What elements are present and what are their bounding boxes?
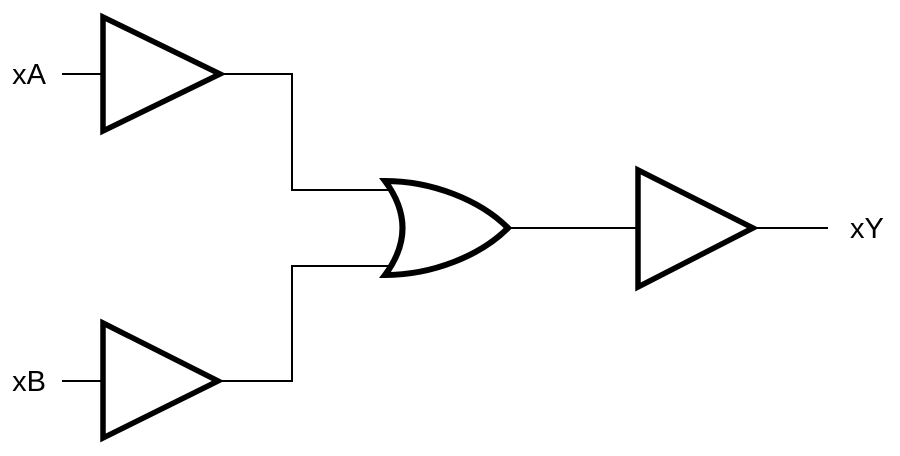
buffer-gate-a-icon: [100, 12, 227, 136]
buffer-gate-b-icon: [100, 318, 225, 443]
or-gate-icon: [379, 177, 513, 279]
wire-buffer-a-to-or: [220, 73, 398, 191]
wire-buffer-b-to-or: [218, 265, 398, 382]
input-b-label: xB: [12, 366, 46, 398]
buffer-gate-output-icon: [635, 165, 760, 292]
output-label: xY: [850, 213, 884, 245]
input-a-label: xA: [12, 59, 47, 91]
